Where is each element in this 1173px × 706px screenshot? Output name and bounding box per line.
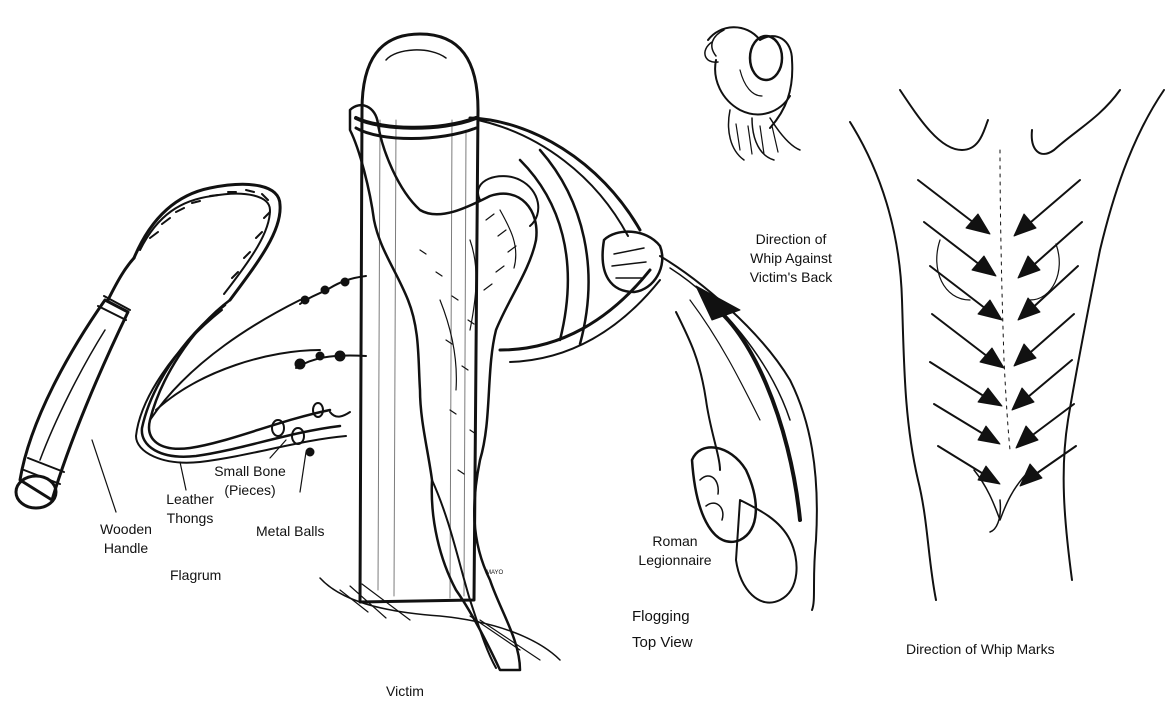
label-direction-of-whip: Direction of Whip Against Victim's Back (726, 230, 856, 287)
wooden-handle-drawing (16, 258, 134, 508)
label-roman-legionnaire: Roman Legionnaire (620, 532, 730, 570)
label-small-bone: Small Bone (Pieces) (200, 462, 300, 500)
braided-lash (134, 184, 280, 300)
top-view-figure (705, 27, 800, 160)
label-direction-of-whip-marks: Direction of Whip Marks (906, 640, 1055, 659)
label-flagrum: Flagrum (170, 566, 221, 585)
flagrum-whip (16, 184, 366, 512)
leather-thongs-drawing (136, 276, 366, 463)
label-victim: Victim (386, 682, 424, 701)
label-metal-balls: Metal Balls (256, 522, 324, 541)
back-diagram (850, 90, 1164, 600)
svg-text:MAYO: MAYO (486, 570, 504, 576)
whip-mark-arrows (918, 180, 1082, 486)
label-flogging-top-view: Flogging Top View (632, 604, 693, 656)
